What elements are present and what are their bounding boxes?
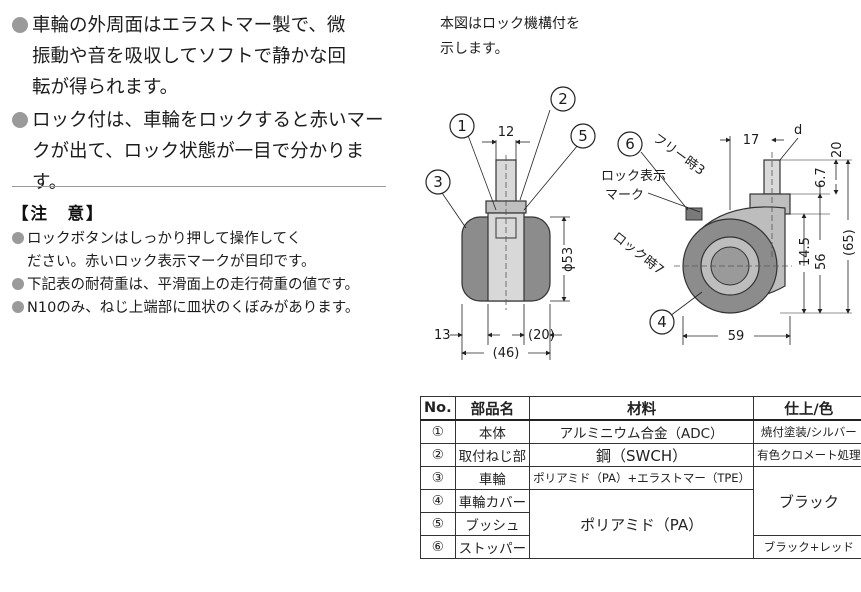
- dim-d: d: [794, 123, 802, 138]
- bullet-dot-icon: [12, 112, 28, 128]
- dim-53: ϕ53: [561, 247, 576, 272]
- dim-12: 12: [498, 125, 515, 140]
- dim-13: 13: [434, 328, 451, 343]
- notice-item: 下記表の耐荷重は、平滑面上の走行荷重の値です。: [12, 274, 392, 297]
- feature-item: ロック付は、車輪をロックすると赤いマー クが出て、ロック状態が一目で分かります。: [12, 105, 392, 198]
- caster-drawing: 12 ϕ53 13 (20) (46) 1 2 3 5: [425, 86, 857, 361]
- bullet-dot-icon: [12, 301, 24, 313]
- notice-item: ロックボタンはしっかり押して操作してく ださい。赤いロック表示マークが目印です。: [12, 228, 392, 274]
- table-row: ① 本体 アルミニウム合金（ADC） 焼付塗装/シルバー: [420, 419, 861, 444]
- dim-17: 17: [743, 133, 760, 148]
- table-row: ④ 車輪カバー ポリアミド（PA）: [420, 489, 861, 559]
- table-header-row: No. 部品名 材料 仕上/色: [420, 396, 861, 421]
- bullet-dot-icon: [12, 278, 24, 290]
- callout-1: 1: [457, 117, 467, 135]
- parts-table: No. 部品名 材料 仕上/色 ① 本体 アルミニウム合金（ADC） 焼付塗装/…: [420, 396, 861, 559]
- notice-title: 【注 意】: [12, 204, 105, 223]
- dim-6-7: 6.7: [814, 167, 829, 188]
- table-row: ② 取付ねじ部 鋼（SWCH） 有色クロメート処理: [420, 443, 861, 467]
- callout-3: 3: [433, 173, 443, 191]
- bullet-dot-icon: [12, 17, 28, 33]
- dim-14-5: 14.5: [798, 237, 813, 266]
- section-divider: [12, 186, 386, 187]
- callout-6: 6: [625, 135, 635, 153]
- dim-59: 59: [728, 329, 745, 344]
- notice-item: N10のみ、ねじ上端部に皿状のくぼみがあります。: [12, 297, 392, 320]
- feature-list: 車輪の外周面はエラストマー製で、微 振動や音を吸収してソフトで静かな回 転が得ら…: [12, 10, 392, 200]
- front-view: 12 ϕ53 13 (20) (46) 1 2 3 5: [425, 86, 596, 361]
- callout-2: 2: [558, 90, 568, 108]
- callout-5: 5: [578, 127, 588, 145]
- lock-mark-label-line1: ロック表示: [601, 169, 666, 184]
- table-row: ③ 車輪 ポリアミド（PA）+エラストマー（TPE） ブラック: [420, 466, 861, 536]
- dim-46: (46): [493, 346, 520, 361]
- lock-position-label: ロック時7: [610, 229, 667, 278]
- table-row: ⑥ ストッパー ブラック+レッド: [420, 535, 861, 559]
- bullet-dot-icon: [12, 232, 24, 244]
- dim-56: 56: [814, 253, 829, 270]
- feature-item: 車輪の外周面はエラストマー製で、微 振動や音を吸収してソフトで静かな回 転が得ら…: [12, 10, 392, 103]
- dim-20: (20): [528, 328, 555, 343]
- header-part-name: 部品名: [454, 396, 531, 421]
- dim-65: (65): [842, 229, 857, 256]
- dim-20-vertical: 20: [830, 141, 845, 158]
- drawing-note: 本図はロック機構付を 示します。: [440, 16, 580, 57]
- header-no: No.: [420, 396, 456, 421]
- header-finish: 仕上/色: [753, 396, 861, 421]
- lock-mark-label-line2: マーク: [605, 188, 644, 203]
- side-view: 17 d 14.5 56 6.7 20 (65) 59 6 4: [601, 123, 857, 345]
- header-material: 材料: [529, 396, 755, 421]
- callout-4: 4: [657, 313, 667, 331]
- table-row: ⑤ ブッシュ: [420, 512, 861, 536]
- notice-list: ロックボタンはしっかり押して操作してく ださい。赤いロック表示マークが目印です。…: [12, 228, 392, 320]
